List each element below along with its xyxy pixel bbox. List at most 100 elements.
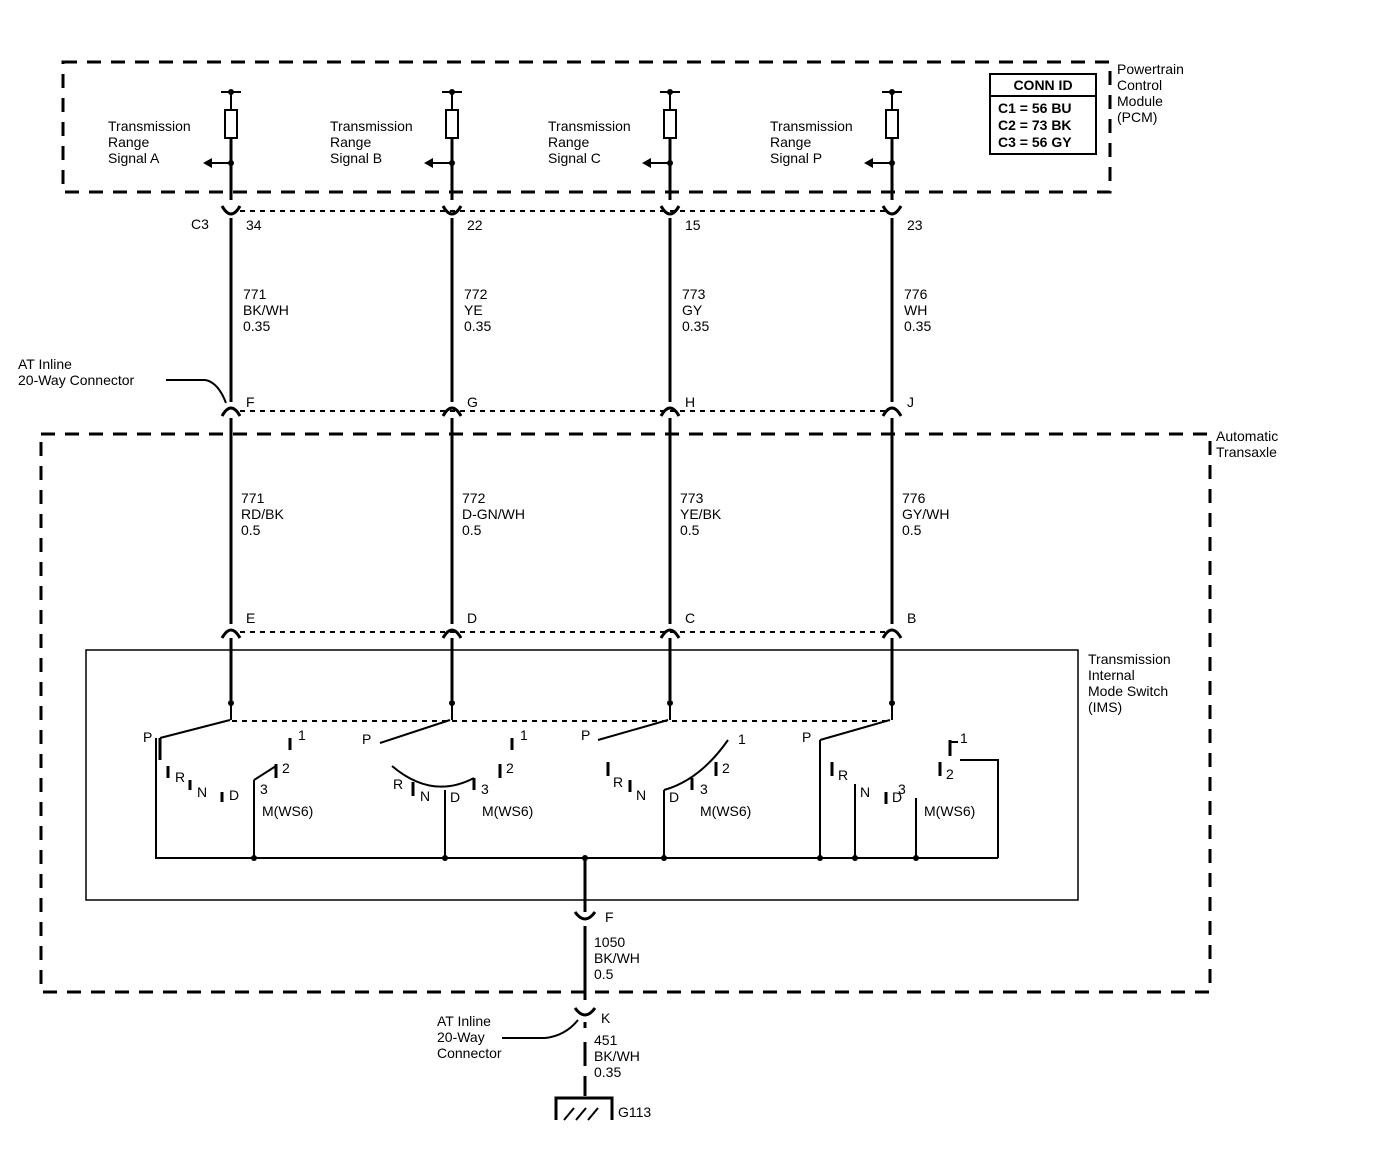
- ims-pin-c: [659, 628, 681, 639]
- signal-a-label-3: Signal A: [108, 150, 160, 166]
- ims-pin-b-letter: D: [467, 610, 477, 626]
- pcm-label-2: Control: [1117, 77, 1162, 93]
- inline-pin-c: [659, 406, 681, 417]
- switch-p-3: 3: [898, 781, 906, 797]
- pcm-label-4: (PCM): [1117, 109, 1157, 125]
- conn-id-table: CONN ID C1 = 56 BU C2 = 73 BK C3 = 56 GY: [989, 73, 1097, 155]
- pull-up-resistor-c: [663, 109, 677, 139]
- pcm-label-1: Powertrain: [1117, 61, 1184, 77]
- switch-b-3: 3: [481, 781, 489, 797]
- switch-b-p: P: [362, 731, 371, 747]
- inline-pin-c-letter: H: [685, 394, 695, 410]
- ground-circuit: F 1050 BK/WH 0.5 K 451 BK/WH 0.35 AT Inl…: [437, 858, 651, 1121]
- ims-pin-b: [441, 628, 463, 639]
- ground-label: G113: [618, 1104, 651, 1120]
- c3-pin-b: [441, 205, 463, 216]
- switch-b-r: R: [393, 776, 403, 792]
- pcm-pin-p-number: 23: [907, 217, 923, 233]
- transaxle-label-1: Automatic: [1216, 428, 1278, 444]
- upper-wire-c-size: 0.35: [682, 318, 709, 334]
- pcm-pin-b-number: 22: [467, 217, 483, 233]
- signal-arrow-c: [642, 158, 651, 168]
- switch-c-2: 2: [722, 760, 730, 776]
- ims-label-1: Transmission: [1088, 651, 1171, 667]
- switch-p-r: R: [838, 767, 848, 783]
- conn-id-title: CONN ID: [1013, 77, 1072, 93]
- ims-pin-p: [881, 628, 903, 639]
- ims-pin-c-letter: C: [685, 610, 695, 626]
- c3-pin-c: [659, 205, 681, 216]
- inline-pin-a: [220, 406, 242, 417]
- switch-p: P R N D 1 2 3 M(WS6): [802, 719, 999, 858]
- ground-wire-upper-3: 0.5: [594, 966, 614, 982]
- switch-c-m: M(WS6): [700, 803, 751, 819]
- inline-pin-p: [881, 406, 903, 417]
- switch-a-m: M(WS6): [262, 803, 313, 819]
- signal-b-label-2: Range: [330, 134, 371, 150]
- signal-b-label-3: Signal B: [330, 150, 382, 166]
- signal-p-label-1: Transmission: [770, 118, 853, 134]
- switch-c-n: N: [636, 787, 646, 803]
- lower-wire-c-circuit: 773: [680, 490, 704, 506]
- switch-b-1: 1: [520, 727, 528, 743]
- lower-wire-a-color: RD/BK: [241, 506, 284, 522]
- conn-id-c2: C2 = 73 BK: [998, 117, 1072, 133]
- signal-arrow-a: [203, 158, 212, 168]
- lower-wire-b-color: D-GN/WH: [462, 506, 525, 522]
- ims-pin-a: [220, 628, 242, 639]
- ground-wire-lower-3: 0.35: [594, 1064, 621, 1080]
- upper-wire-b-color: YE: [464, 302, 483, 318]
- switch-c-r: R: [613, 774, 623, 790]
- pull-up-resistor-b: [445, 109, 459, 139]
- bus-splices: [251, 855, 919, 861]
- upper-wire-c-circuit: 773: [682, 286, 706, 302]
- switch-a: P R N D 1 2 3 M(WS6): [143, 719, 313, 858]
- signal-c-label-2: Range: [548, 134, 589, 150]
- ground-symbol: [554, 1096, 614, 1120]
- signal-b-label-1: Transmission: [330, 118, 413, 134]
- upper-wire-c-color: GY: [682, 302, 703, 318]
- c3-pin-p: [881, 205, 903, 216]
- switch-a-p: P: [143, 729, 152, 745]
- ims-label-4: (IMS): [1088, 699, 1122, 715]
- ground-wire-upper-1: 1050: [594, 934, 625, 950]
- c3-pin-a: [220, 205, 242, 216]
- switch-c: P R N 1 D 3 2 M(WS6): [581, 719, 751, 858]
- inline-bottom-label-1: AT Inline: [437, 1013, 491, 1029]
- upper-wire-b-size: 0.35: [464, 318, 491, 334]
- switch-c-d: D: [669, 789, 679, 805]
- switch-a-r: R: [175, 769, 185, 785]
- pcm-pin-a-number: 34: [246, 217, 262, 233]
- switch-c-p: P: [581, 727, 590, 743]
- lower-wire-a-size: 0.5: [241, 522, 261, 538]
- upper-wire-b-circuit: 772: [464, 286, 488, 302]
- upper-wire-a-color: BK/WH: [243, 302, 289, 318]
- transaxle-boundary: [39, 432, 1212, 994]
- switch-p-1: 1: [960, 730, 968, 746]
- inline-top-label-2: 20-Way Connector: [18, 372, 135, 388]
- pcm-boundary: [61, 60, 1112, 194]
- ground-pin-ims: F: [605, 909, 614, 925]
- switch-b: P 1 R N D 3 2 M(WS6): [362, 719, 533, 858]
- switch-b-d: D: [450, 789, 460, 805]
- switch-p-d: D: [892, 789, 902, 805]
- ims-label-3: Mode Switch: [1088, 683, 1168, 699]
- ims-label-2: Internal: [1088, 667, 1135, 683]
- switch-a-2: 2: [282, 760, 290, 776]
- switch-p-2: 2: [946, 766, 954, 782]
- inline-bottom-label-3: Connector: [437, 1045, 502, 1061]
- lower-wire-a-circuit: 771: [241, 490, 265, 506]
- pcm-pin-c-number: 15: [685, 217, 701, 233]
- upper-wire-p-color: WH: [904, 302, 927, 318]
- ground-wire-lower-2: BK/WH: [594, 1048, 640, 1064]
- upper-wire-a-size: 0.35: [243, 318, 270, 334]
- connector-c3-label: C3: [191, 216, 209, 232]
- ground-wire-upper-2: BK/WH: [594, 950, 640, 966]
- lower-wire-p-color: GY/WH: [902, 506, 949, 522]
- switch-c-3: 3: [700, 781, 708, 797]
- lower-wire-b-size: 0.5: [462, 522, 482, 538]
- switch-p-m: M(WS6): [924, 803, 975, 819]
- lower-wire-b-circuit: 772: [462, 490, 486, 506]
